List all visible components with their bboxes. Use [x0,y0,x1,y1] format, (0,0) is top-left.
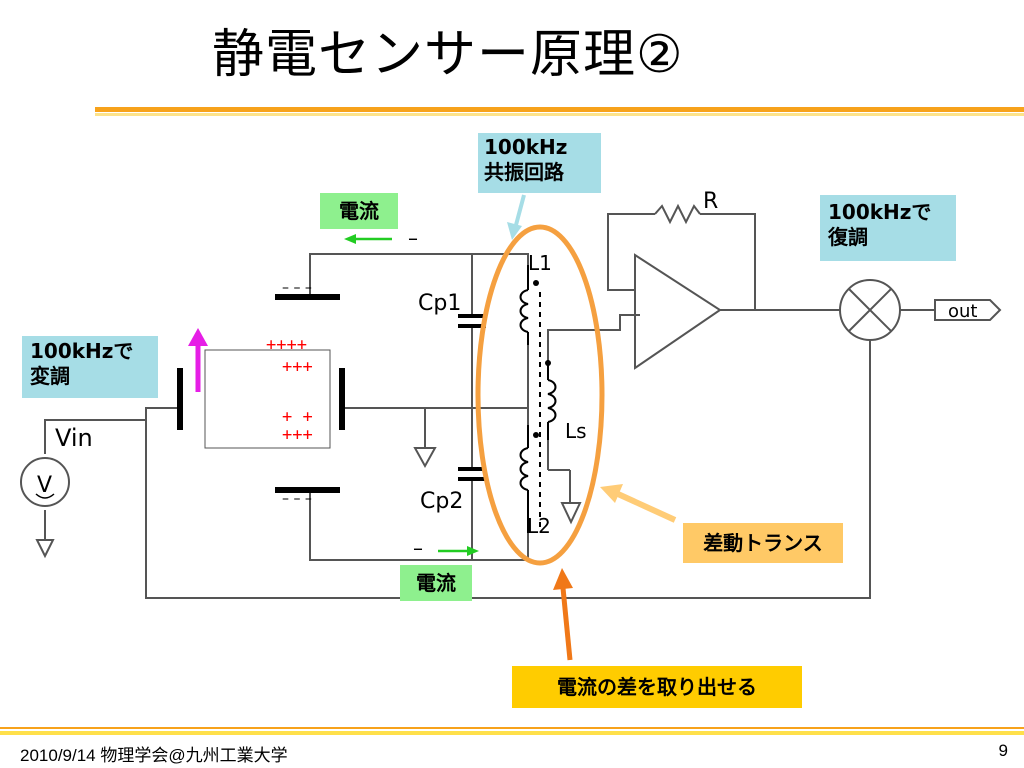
out-connector: out [934,299,1002,322]
l2-dot [533,432,539,438]
charges-bottom: – – – [282,491,312,507]
resonance-label-line2: 共振回路 [484,160,564,184]
minus-bottom: – [413,536,423,560]
transformer-ellipse [475,224,605,566]
ls-label: Ls [565,419,587,443]
sensor-plates [177,294,345,493]
l1-label: L1 [528,251,552,275]
footer-text: 2010/9/14 物理学会@九州工業大学 [20,746,288,765]
diff-transformer-label: 差動トランス [683,523,843,563]
vin-label: Vin [55,424,93,452]
minus-top: – [408,226,418,250]
mixer-symbol [839,279,901,341]
charges-top: – – – [282,280,312,296]
current-label-bottom: 電流 [400,565,472,601]
current-arrow-bottom [438,546,479,556]
l2-label: L2 [527,514,551,538]
plus-charges-row3: + + [282,407,313,427]
footer-line [0,727,1024,729]
motion-arrow [188,328,208,392]
ground-symbol-middle [413,447,437,469]
modulation-label-box: 100kHzで 変調 [22,336,158,398]
resonance-arrow [507,194,526,240]
current-difference-label: 電流の差を取り出せる [512,666,802,708]
page-number: 9 [998,741,1008,760]
ground-symbol-ls [560,502,582,525]
coil-l1 [519,265,529,345]
plus-charges-row4: +++ [282,425,313,445]
modulation-label-line2: 変調 [30,364,70,388]
demod-label-line1: 100kHzで [828,200,932,224]
ls-dot [545,360,551,366]
slide-title: 静電センサー原理② [212,25,684,85]
title-underline [95,107,1024,112]
current-diff-arrow [553,568,573,661]
cp2-label: Cp2 [420,489,463,514]
demod-label-line2: 復調 [828,225,868,249]
capacitor-cp2 [458,467,486,481]
diff-transformer-arrow [600,484,677,523]
demod-label-box: 100kHzで 復調 [820,195,956,261]
plus-charges-row2: +++ [282,357,313,377]
footer-line-yellow [0,731,1024,735]
ground-symbol-source [35,539,55,559]
title-underline-light [95,113,1024,116]
resistor-r [654,203,701,225]
coil-ls [547,360,557,440]
current-label-top: 電流 [320,193,398,229]
current-arrow-top [344,234,392,244]
cp1-label: Cp1 [418,291,461,316]
circuit-wires [44,213,935,599]
l1-dot [533,280,539,286]
resonance-label-line1: 100kHz [484,135,568,159]
coil-l2 [519,425,529,533]
amplifier-triangle [634,253,722,370]
svg-text:out: out [948,301,977,322]
svg-text:V: V [37,473,52,498]
voltage-source: V [20,457,70,507]
plus-charges-row1: ++++ [266,335,307,355]
modulation-label-line1: 100kHzで [30,339,134,363]
resistor-label: R [703,189,718,214]
resonance-label-box: 100kHz 共振回路 [478,133,601,193]
